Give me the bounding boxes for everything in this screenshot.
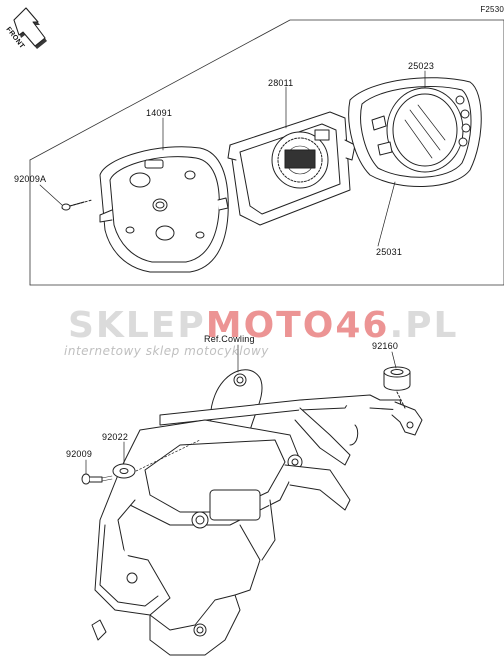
part-label-14091: 14091 (146, 108, 173, 118)
assembly-frame (29, 19, 504, 286)
leader-lines-lower (85, 344, 397, 475)
figure-code: F2530 (480, 5, 504, 14)
watermark-brand-pre: SKLEP (68, 305, 206, 346)
watermark-tagline: internetowy sklep motocyklowy (64, 344, 269, 358)
part-label-92009: 92009 (66, 449, 93, 459)
grommet-92160 (383, 366, 411, 409)
meter-cover-25023 (348, 77, 482, 187)
meter-bracket (91, 369, 423, 656)
washer-92022 (112, 463, 136, 479)
part-label-25031: 25031 (376, 247, 403, 257)
part-label-92022: 92022 (102, 432, 129, 442)
meter-case-14091 (99, 146, 229, 273)
leader-lines-upper (39, 70, 426, 247)
meter-unit-28011 (227, 111, 356, 226)
part-label-92009A: 92009A (14, 174, 47, 184)
bolt-92009 (81, 473, 113, 485)
watermark-brand: SKLEPMOTO46.PL (68, 305, 458, 346)
watermark-brand-highlight: MOTO46 (205, 305, 390, 346)
front-arrow-icon (13, 7, 47, 49)
part-label-ref-cowling: Ref.Cowling (204, 334, 255, 344)
watermark-brand-post: .PL (389, 305, 459, 346)
part-label-28011: 28011 (268, 78, 294, 88)
screw-92009A (61, 199, 93, 211)
part-label-92160: 92160 (372, 341, 399, 351)
part-label-25023: 25023 (408, 61, 435, 71)
